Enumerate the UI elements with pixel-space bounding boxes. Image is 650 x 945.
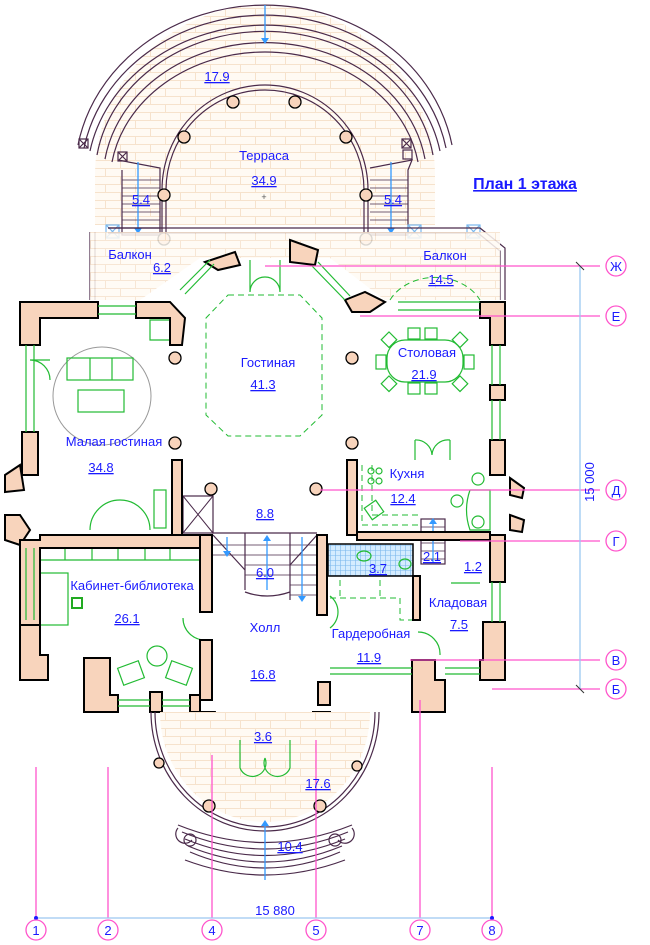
axis-bubble-5: 5 bbox=[305, 919, 327, 941]
axis-label: 7 bbox=[416, 923, 423, 938]
balcony-left-name: Балкон bbox=[108, 247, 152, 262]
axis-label: Г bbox=[612, 534, 619, 549]
axis-bubble-zh: Ж bbox=[605, 255, 627, 277]
axis-bubble-b: Б bbox=[605, 678, 627, 700]
axis-bubble-7: 7 bbox=[409, 919, 431, 941]
axis-label: 8 bbox=[488, 923, 495, 938]
living-area: 41.3 bbox=[250, 377, 275, 392]
small-living-name: Малая гостиная bbox=[66, 434, 163, 449]
library-area: 26.1 bbox=[114, 611, 139, 626]
terrace-area: 34.9 bbox=[251, 173, 276, 188]
balcony-right-area: 14.5 bbox=[428, 272, 453, 287]
plan-title: План 1 этажа bbox=[473, 176, 577, 193]
wardrobe-area: 11.9 bbox=[357, 650, 381, 665]
kitchen-area: 12.4 bbox=[390, 491, 415, 506]
axis-label: 1 bbox=[32, 923, 39, 938]
axis-bubble-e: Е bbox=[605, 305, 627, 327]
main-building bbox=[20, 258, 520, 690]
walls bbox=[4, 238, 526, 767]
axis-label: 4 bbox=[208, 923, 215, 938]
interior-columns bbox=[168, 351, 359, 496]
terrace-bottom-area: 17.6 bbox=[305, 776, 330, 791]
living-name: Гостиная bbox=[241, 355, 296, 370]
pantry-area: 7.5 bbox=[450, 617, 468, 632]
kitchen-name: Кухня bbox=[390, 466, 425, 481]
axis-bubble-g: Г bbox=[605, 530, 627, 552]
balcony-right-name: Балкон bbox=[423, 248, 467, 263]
dining-area: 21.9 bbox=[411, 367, 436, 382]
axis-label: 2 bbox=[104, 923, 111, 938]
wardrobe-name: Гардеробная bbox=[332, 626, 411, 641]
closet-area: 1.2 bbox=[464, 559, 482, 574]
room-labels: План 1 этажа 17.9 Терраса 34.9 5.4 5.4 Б… bbox=[66, 69, 577, 854]
grid-axes: 1 2 4 5 7 8 Ж Е Д Г В Б 15 880 15 000 bbox=[25, 255, 627, 941]
vestibule-area: 3.6 bbox=[254, 729, 272, 744]
vertical-dimension: 15 000 bbox=[582, 462, 597, 502]
small-stair-area: 2.1 bbox=[423, 549, 441, 564]
horizontal-dimension: 15 880 bbox=[255, 903, 295, 918]
stair-right-area: 5.4 bbox=[384, 192, 402, 207]
svg-text:+: + bbox=[261, 192, 266, 202]
dining-name: Столовая bbox=[398, 345, 456, 360]
axis-label: Д bbox=[612, 483, 621, 498]
hall-name: Холл bbox=[250, 620, 281, 635]
axis-bubble-v: В bbox=[605, 649, 627, 671]
library-name: Кабинет-библиотека bbox=[70, 578, 194, 593]
stair-left-area: 5.4 bbox=[132, 192, 150, 207]
terrace-outer-area: 17.9 bbox=[204, 69, 229, 84]
porch-steps-area: 10.4 bbox=[277, 839, 302, 854]
small-living-area: 34.8 bbox=[88, 460, 113, 475]
axis-label: В bbox=[612, 653, 621, 668]
windows bbox=[25, 259, 501, 707]
top-terrace: + bbox=[77, 4, 481, 246]
main-stair-area: 6.0 bbox=[256, 565, 274, 580]
axis-bubble-4: 4 bbox=[201, 919, 223, 941]
axis-bubble-8: 8 bbox=[481, 919, 503, 941]
balcony-left-area: 6.2 bbox=[153, 260, 171, 275]
terrace-name: Терраса bbox=[239, 148, 290, 163]
pantry-name: Кладовая bbox=[429, 595, 487, 610]
axis-bubble-2: 2 bbox=[97, 919, 119, 941]
bathroom-area: 3.7 bbox=[369, 561, 387, 576]
axis-bubble-1: 1 bbox=[25, 919, 47, 941]
axis-label: 5 bbox=[312, 923, 319, 938]
axis-label: Ж bbox=[610, 259, 622, 274]
axis-label: Е bbox=[612, 309, 621, 324]
axis-bubble-d: Д bbox=[605, 479, 627, 501]
corridor-area: 8.8 bbox=[256, 506, 274, 521]
axis-label: Б bbox=[612, 682, 621, 697]
hall-area: 16.8 bbox=[250, 667, 275, 682]
